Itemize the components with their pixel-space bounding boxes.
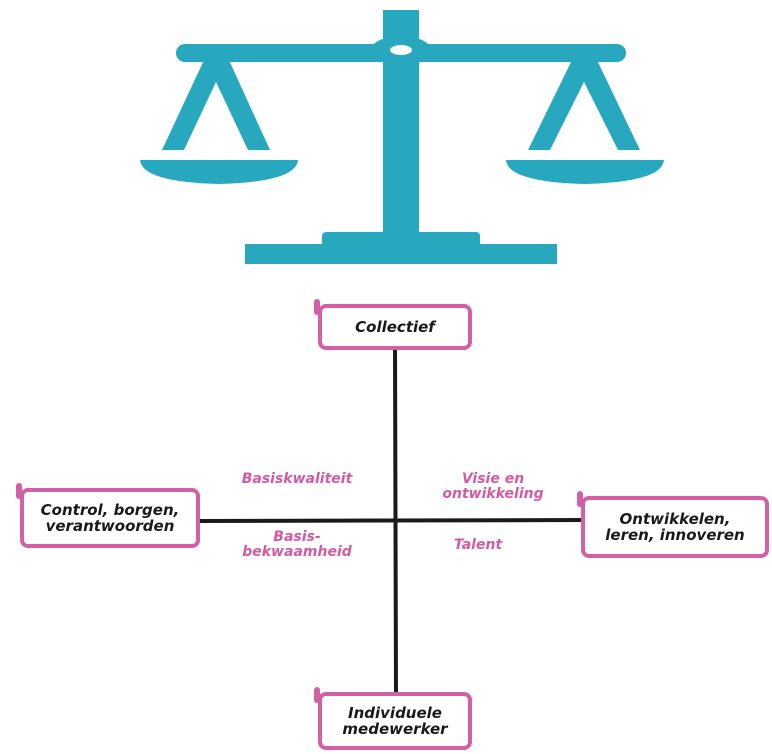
box-tab-mark — [314, 299, 320, 315]
axis-label-top-text: Collectief — [355, 318, 435, 336]
box-tab-mark — [577, 491, 583, 507]
axis-label-right-text: Ontwikkelen, leren, innoveren — [605, 510, 745, 544]
axis-label-top: Collectief — [314, 299, 472, 350]
scale-post — [383, 56, 419, 236]
right-hanger — [528, 58, 640, 150]
box-tab-mark — [16, 483, 22, 499]
axis-label-left-text: Control, borgen, verantwoorden — [40, 501, 180, 535]
quadrant-top-right-label: Visie en ontwikkeling — [442, 471, 544, 502]
left-pan — [140, 160, 298, 184]
axis-label-left: Control, borgen, verantwoorden — [16, 483, 200, 548]
right-pan — [506, 160, 664, 184]
box-tab-mark — [314, 687, 320, 703]
balance-scale-icon — [140, 10, 664, 264]
vertical-axis — [393, 343, 398, 702]
quadrant-bottom-left-label: Basis- bekwaamheid — [242, 529, 352, 560]
quadrant-bottom-right-label: Talent — [453, 537, 503, 553]
horizontal-axis — [193, 518, 592, 523]
balance-scale-shape — [140, 10, 664, 264]
scale-pivot-hole — [390, 45, 412, 55]
axis-label-bottom: Individuele medewerker — [314, 687, 472, 750]
quadrant-top-left-label: Basiskwaliteit — [241, 471, 353, 487]
scale-base — [245, 244, 557, 264]
left-hanger — [162, 58, 270, 150]
axis-label-right: Ontwikkelen, leren, innoveren — [577, 491, 769, 558]
axis-label-bottom-text: Individuele medewerker — [342, 704, 448, 738]
